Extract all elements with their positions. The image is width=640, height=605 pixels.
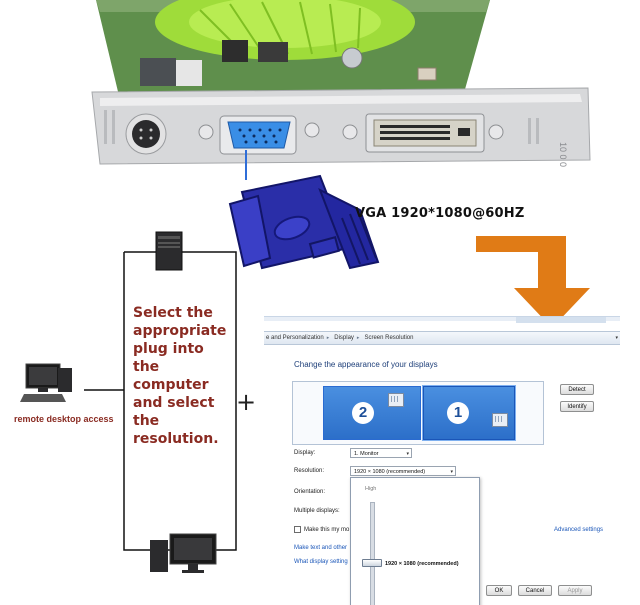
pc-tower-icon [155, 231, 183, 271]
desktop-pc-icon [150, 533, 217, 573]
identify-button[interactable]: Identify [560, 401, 594, 412]
graphics-card-photo: 10 0 0 [91, 0, 591, 167]
display-settings-help-link[interactable]: What display setting [294, 559, 348, 565]
checkbox-label: Make this my mo [304, 527, 350, 534]
breadcrumb-display[interactable]: Display [334, 335, 354, 341]
bracket-engraving: 10 0 0 [558, 142, 568, 167]
cancel-button[interactable]: Cancel [518, 585, 552, 596]
instruction-line: the [133, 413, 160, 429]
resolution-slider-popup: High 1920 × 1080 (recommended) [350, 477, 480, 605]
chevron-down-icon: ▾ [450, 469, 453, 475]
checkbox[interactable] [294, 526, 301, 533]
plus-sign: + [236, 388, 257, 416]
ok-button[interactable]: OK [486, 585, 512, 596]
window-title-bar [264, 317, 620, 323]
slider-high-label: High [365, 486, 377, 492]
instruction-line: plug into [133, 341, 204, 357]
detect-button[interactable]: Detect [560, 384, 594, 395]
display-select[interactable]: 1. Monitor ▾ [350, 448, 412, 458]
slider-current-value: 1920 × 1080 (recommended) [385, 561, 459, 567]
instruction-line: resolution. [133, 431, 219, 447]
monitor-1[interactable]: 1 [423, 386, 515, 440]
display-label: Display: [294, 450, 316, 456]
monitor-number: 1 [447, 402, 469, 424]
breadcrumb-separator-icon: ▸ [356, 335, 360, 341]
resolution-label: Resolution: [294, 468, 325, 474]
apply-button[interactable]: Apply [558, 585, 592, 596]
breadcrumb-separator-icon: ▸ [326, 335, 330, 341]
orientation-label: Orientation: [294, 489, 326, 495]
remote-pc-icon [20, 363, 72, 402]
chevron-down-icon: ▾ [406, 451, 409, 457]
resolution-slider-thumb[interactable] [362, 559, 382, 567]
screen-resolution-window: e and Personalization▸Display▸Screen Res… [264, 316, 620, 605]
monitor-arrangement: 2 1 [292, 381, 544, 445]
remote-desktop-label: remote desktop access [14, 414, 114, 424]
text-size-link[interactable]: Make text and other [294, 545, 348, 551]
breadcrumb-screen-resolution[interactable]: Screen Resolution [364, 335, 414, 341]
window-thumbnail-icon [492, 413, 508, 427]
window-thumbnail-icon [388, 393, 404, 407]
display-select-value: 1. Monitor [354, 451, 379, 457]
connection-wires [20, 231, 237, 573]
monitor-2[interactable]: 2 [323, 386, 421, 440]
advanced-settings-link[interactable]: Advanced settings [554, 527, 604, 533]
address-bar[interactable]: e and Personalization▸Display▸Screen Res… [264, 331, 620, 345]
instruction-line: the [133, 359, 160, 375]
resolution-select-value: 1920 × 1080 (recommended) [354, 469, 426, 475]
monitor-number: 2 [352, 402, 374, 424]
page-title: Change the appearance of your displays [294, 360, 438, 369]
address-dropdown-icon[interactable]: ▾ [615, 335, 618, 341]
resolution-slider-track[interactable] [370, 502, 375, 605]
main-display-checkbox-row[interactable]: Make this my mo [294, 526, 349, 533]
orange-arrow-icon [476, 236, 590, 328]
breadcrumb-appearance[interactable]: e and Personalization [266, 335, 324, 341]
instruction-line: appropriate [133, 323, 227, 339]
multiple-displays-label: Multiple displays: [294, 508, 340, 514]
instruction-line: and select [133, 395, 215, 411]
instruction-line: computer [133, 377, 209, 393]
instruction-text: Select the appropriate plug into the com… [133, 304, 251, 448]
instruction-line: Select the [133, 305, 213, 321]
resolution-select[interactable]: 1920 × 1080 (recommended) ▾ [350, 466, 456, 476]
vga-connector-icon [228, 150, 380, 270]
vga-resolution-caption: VGA 1920*1080@60HZ [355, 206, 525, 221]
